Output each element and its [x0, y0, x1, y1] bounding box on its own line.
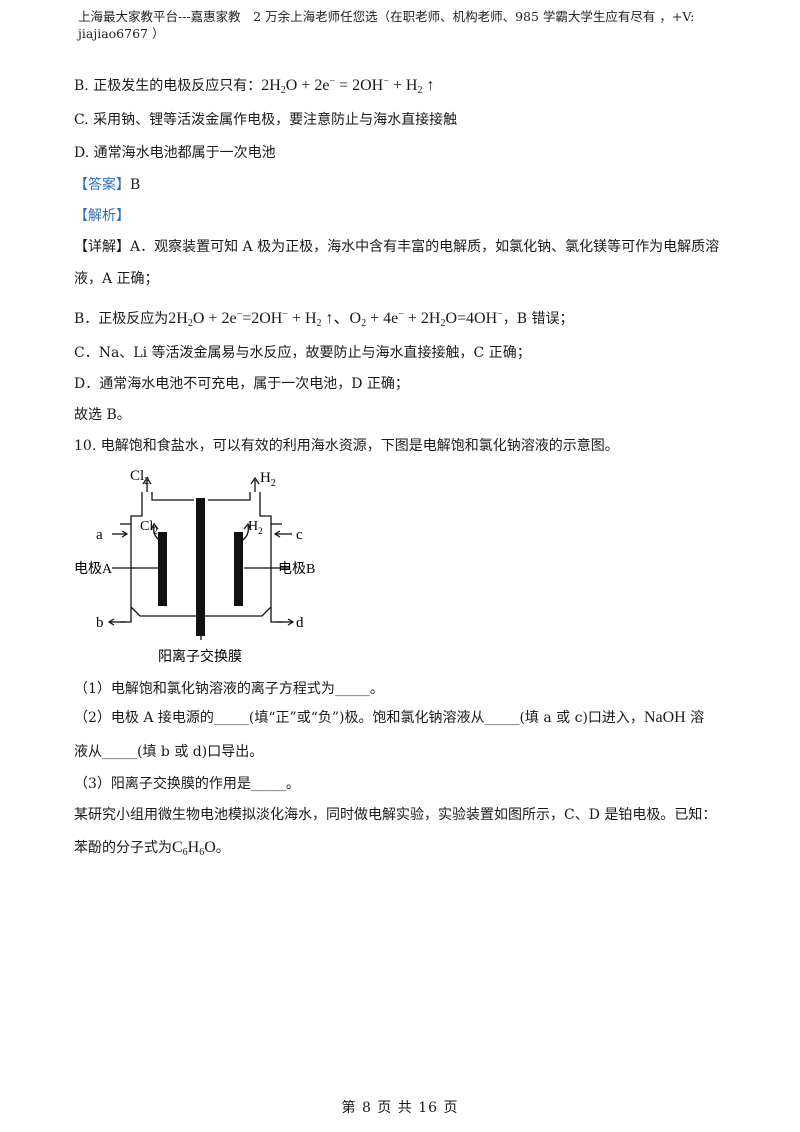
phenol-formula: C6H6O [172, 839, 216, 858]
inlet-c-label: c [296, 527, 303, 543]
cl2-top-label: Cl2 [130, 468, 149, 487]
membrane-label: 阳离子交换膜 [158, 648, 242, 665]
phenol-prefix: 苯酚的分子式为 [74, 840, 172, 856]
option-b: B. 正极发生的电极反应只有：2H2O + 2e− = 2OH− + H2 ↑ [74, 72, 434, 101]
subquestion-1: （1）电解饱和氯化钠溶液的离子方程式为_____。 [74, 681, 384, 697]
phenol-formula-line: 苯酚的分子式为C6H6O。 [74, 838, 230, 863]
phenol-suffix: 。 [215, 840, 230, 856]
electrode-a-plate [158, 532, 167, 606]
question-10-stem: 10. 电解饱和食盐水，可以有效的利用海水资源，下图是电解饱和氯化钠溶液的示意图… [74, 438, 619, 454]
subquestion-3: （3）阳离子交换膜的作用是_____。 [74, 776, 300, 792]
h2-inner-label: H2 [248, 519, 263, 536]
explain-a-line2: 液，A 正确； [74, 271, 159, 287]
page-header: 上海最大家教平台---嘉惠家教 2 万余上海老师任您选（在职老师、机构老师、98… [78, 9, 695, 41]
option-b-equation: 2H2O + 2e− = 2OH− + H2 ↑ [261, 76, 435, 96]
answer-value: B [130, 177, 141, 193]
subquestion-2-tail: 溶 [685, 710, 705, 726]
explain-d: D．通常海水电池不可充电，属于一次电池，D 正确； [74, 376, 409, 392]
subquestion-2-line1: （2）电极 A 接电源的_____(填“正”或“负”)极。饱和氯化钠溶液从___… [74, 708, 704, 728]
inlet-a-label: a [96, 527, 103, 543]
h2-top-label: H2 [260, 470, 276, 489]
electrolysis-diagram: Cl2 H2 Cl2 H2 a c b d 电极A 电极B 阳离子交换膜 [74, 468, 315, 665]
research-paragraph: 某研究小组用微生物电池模拟淡化海水，同时做电解实验，实验装置如图所示，C、D 是… [74, 807, 717, 823]
cl2-inner-label: Cl2 [140, 519, 158, 536]
explain-b-prefix: B．正极反应为 [74, 311, 169, 327]
explain-b-suffix: ，B 错误； [502, 311, 574, 327]
outlet-d-label: d [296, 615, 304, 631]
naoh-formula: NaOH [643, 709, 686, 726]
subquestion-2-text: （2）电极 A 接电源的_____(填“正”或“负”)极。饱和氯化钠溶液从___… [74, 710, 644, 726]
electrode-b-label: 电极B [278, 561, 315, 577]
analysis-tag: 【解析】 [74, 208, 130, 224]
explain-b: B．正极反应为2H2O + 2e−=2OH− + H2 ↑、O2 + 4e− +… [74, 305, 574, 334]
subquestion-2-line2: 液从_____(填 b 或 d)口导出。 [74, 744, 264, 760]
outlet-b-label: b [96, 615, 104, 631]
answer-line: 【答案】B [74, 175, 140, 195]
membrane-bar [196, 498, 205, 636]
explain-b-equations: 2H2O + 2e−=2OH− + H2 ↑、O2 + 4e− + 2H2O=4… [168, 309, 503, 329]
option-b-label: B. 正极发生的电极反应只有： [74, 78, 262, 94]
option-d: D. 通常海水电池都属于一次电池 [74, 145, 276, 161]
explain-c: C．Na、Li 等活泼金属易与水反应，故要防止与海水直接接触，C 正确； [74, 345, 531, 361]
option-c: C. 采用钠、锂等活泼金属作电极，要注意防止与海水直接接触 [74, 112, 458, 128]
conclusion: 故选 B。 [74, 407, 131, 423]
page-footer: 第 8 页 共 16 页 [341, 1100, 459, 1116]
explain-a-line1: 【详解】A．观察装置可知 A 极为正极，海水中含有丰富的电解质，如氯化钠、氯化镁… [74, 239, 720, 255]
electrode-a-label: 电极A [74, 561, 113, 577]
answer-tag: 【答案】 [74, 177, 130, 193]
electrode-b-plate [234, 532, 243, 606]
